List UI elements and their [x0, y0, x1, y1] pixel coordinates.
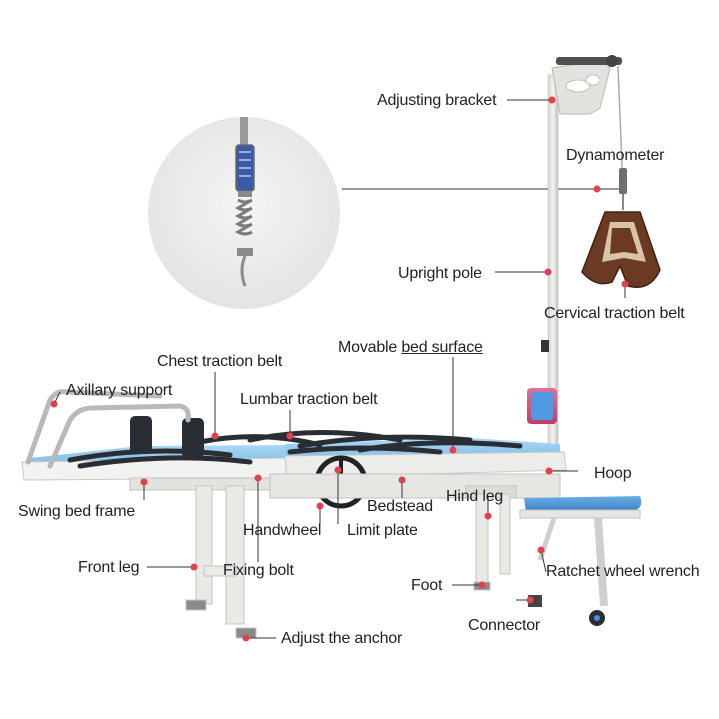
- label-handwheel: Handwheel: [243, 522, 322, 539]
- label-lumbar-traction-belt: Lumbar traction belt: [240, 391, 378, 408]
- label-adjust-the-anchor: Adjust the anchor: [281, 630, 403, 647]
- backrest-pad: [527, 388, 557, 424]
- hind-legs: [473, 493, 511, 591]
- label-markers: [50, 96, 629, 642]
- label-movable-bed-surface: Movable bed surface: [338, 339, 483, 357]
- marker-ratchet-wrench: [537, 546, 545, 554]
- label-swing-bed-frame: Swing bed frame: [18, 503, 136, 520]
- label-cervical-traction-belt: Cervical traction belt: [544, 305, 685, 322]
- marker-swing-bed-frame: [140, 478, 148, 486]
- front-legs: [185, 485, 257, 639]
- marker-lumbar-belt: [286, 432, 294, 440]
- leader-lines: [53, 99, 626, 639]
- label-front-leg: Front leg: [78, 559, 140, 576]
- marker-connector: [526, 596, 534, 604]
- label-axillary-support: Axillary support: [66, 382, 173, 399]
- axillary-pad-left: [130, 416, 152, 454]
- label-fixing-bolt: Fixing bolt: [223, 562, 294, 579]
- label-adjusting-bracket: Adjusting bracket: [377, 92, 497, 109]
- marker-adjust-anchor: [242, 634, 250, 642]
- marker-bedstead: [398, 476, 406, 484]
- marker-axillary-support: [50, 400, 58, 408]
- marker-hoop: [545, 467, 553, 475]
- label-upright-pole: Upright pole: [398, 265, 482, 282]
- label-chest-traction-belt: Chest traction belt: [157, 353, 283, 370]
- marker-chest-belt: [211, 432, 219, 440]
- marker-cervical-belt: [621, 280, 629, 288]
- marker-adjusting-bracket: [548, 96, 556, 104]
- label-foot: Foot: [411, 577, 443, 594]
- marker-bed-surface: [449, 446, 457, 454]
- marker-fixing-bolt: [254, 474, 262, 482]
- axillary-support-bars: [25, 389, 191, 469]
- marker-hind-leg: [484, 512, 492, 520]
- cervical-belt-illustration: [581, 194, 661, 288]
- marker-front-leg: [190, 563, 198, 571]
- dynamometer-inset: [148, 117, 340, 309]
- marker-foot: [478, 581, 486, 589]
- axillary-pad-right: [182, 418, 204, 458]
- label-dynamometer: Dynamometer: [566, 147, 665, 164]
- traction-straps: [67, 430, 523, 469]
- label-bedstead: Bedstead: [367, 498, 434, 515]
- marker-handwheel: [316, 502, 324, 510]
- foot-seat: [519, 496, 642, 626]
- marker-upright-pole: [544, 268, 552, 276]
- marker-dynamometer: [593, 185, 601, 193]
- label-hind-leg: Hind leg: [446, 488, 504, 505]
- label-limit-plate: Limit plate: [347, 522, 418, 539]
- marker-limit-plate: [334, 466, 342, 474]
- bed-frame: [129, 473, 561, 499]
- label-ratchet-wheel-wrench: Ratchet wheel wrench: [546, 563, 700, 580]
- label-movable-prefix: Movable: [338, 339, 402, 356]
- label-bed-surface: bed surface: [401, 339, 483, 356]
- label-hoop: Hoop: [594, 465, 632, 482]
- label-connector: Connector: [468, 617, 541, 634]
